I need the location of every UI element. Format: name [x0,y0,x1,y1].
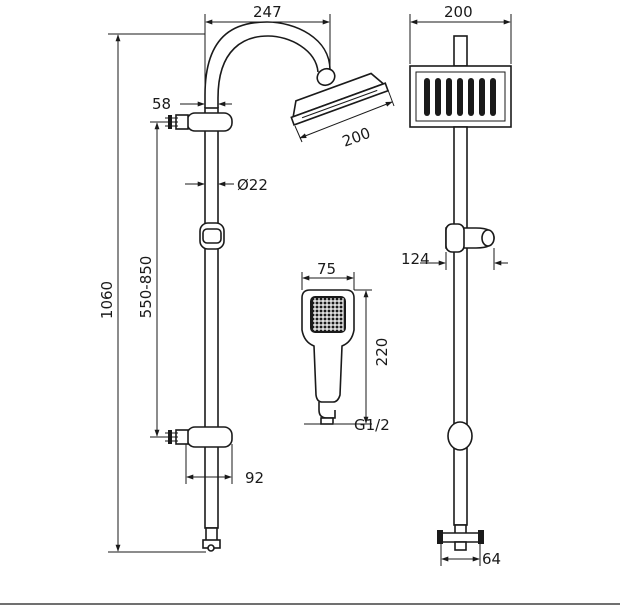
dim-handshower-length: 220 [373,338,391,367]
dim-slider-offset: 124 [401,250,430,268]
dim-diverter-width: 64 [482,550,501,568]
dim-bracket-offset: 58 [152,95,171,113]
dim-head-diameter-side: 200 [340,124,373,151]
curved-arm-inner [217,35,319,108]
front-bottom-knob [447,421,473,451]
head-joint [316,67,336,87]
dim-pipe-diameter: Ø22 [237,176,268,194]
dim-thread: G1/2 [354,416,390,434]
rain-head-nozzle-slots [424,78,496,116]
riser-pipe [204,107,219,529]
front-diverter [437,524,484,551]
front-view [409,14,512,566]
head-diameter-dimline [299,101,393,139]
side-diverter [202,527,221,552]
middle-slider [199,222,225,250]
dim-handshower-width: 75 [317,260,336,278]
rain-shower-head-side [290,72,390,126]
dim-bracket-spacing: 550-850 [137,256,155,319]
front-slider [445,223,495,253]
dim-arm-reach: 247 [253,3,282,21]
dim-wall-offset: 92 [245,469,264,487]
dim-head-width-front: 200 [444,3,473,21]
side-view [108,14,395,553]
hand-shower-connector [318,402,336,419]
hand-shower [301,272,372,425]
dim-total-height: 1060 [98,281,116,319]
hand-shower-nozzle-grid [313,298,344,331]
front-riser-pipe [453,126,468,526]
